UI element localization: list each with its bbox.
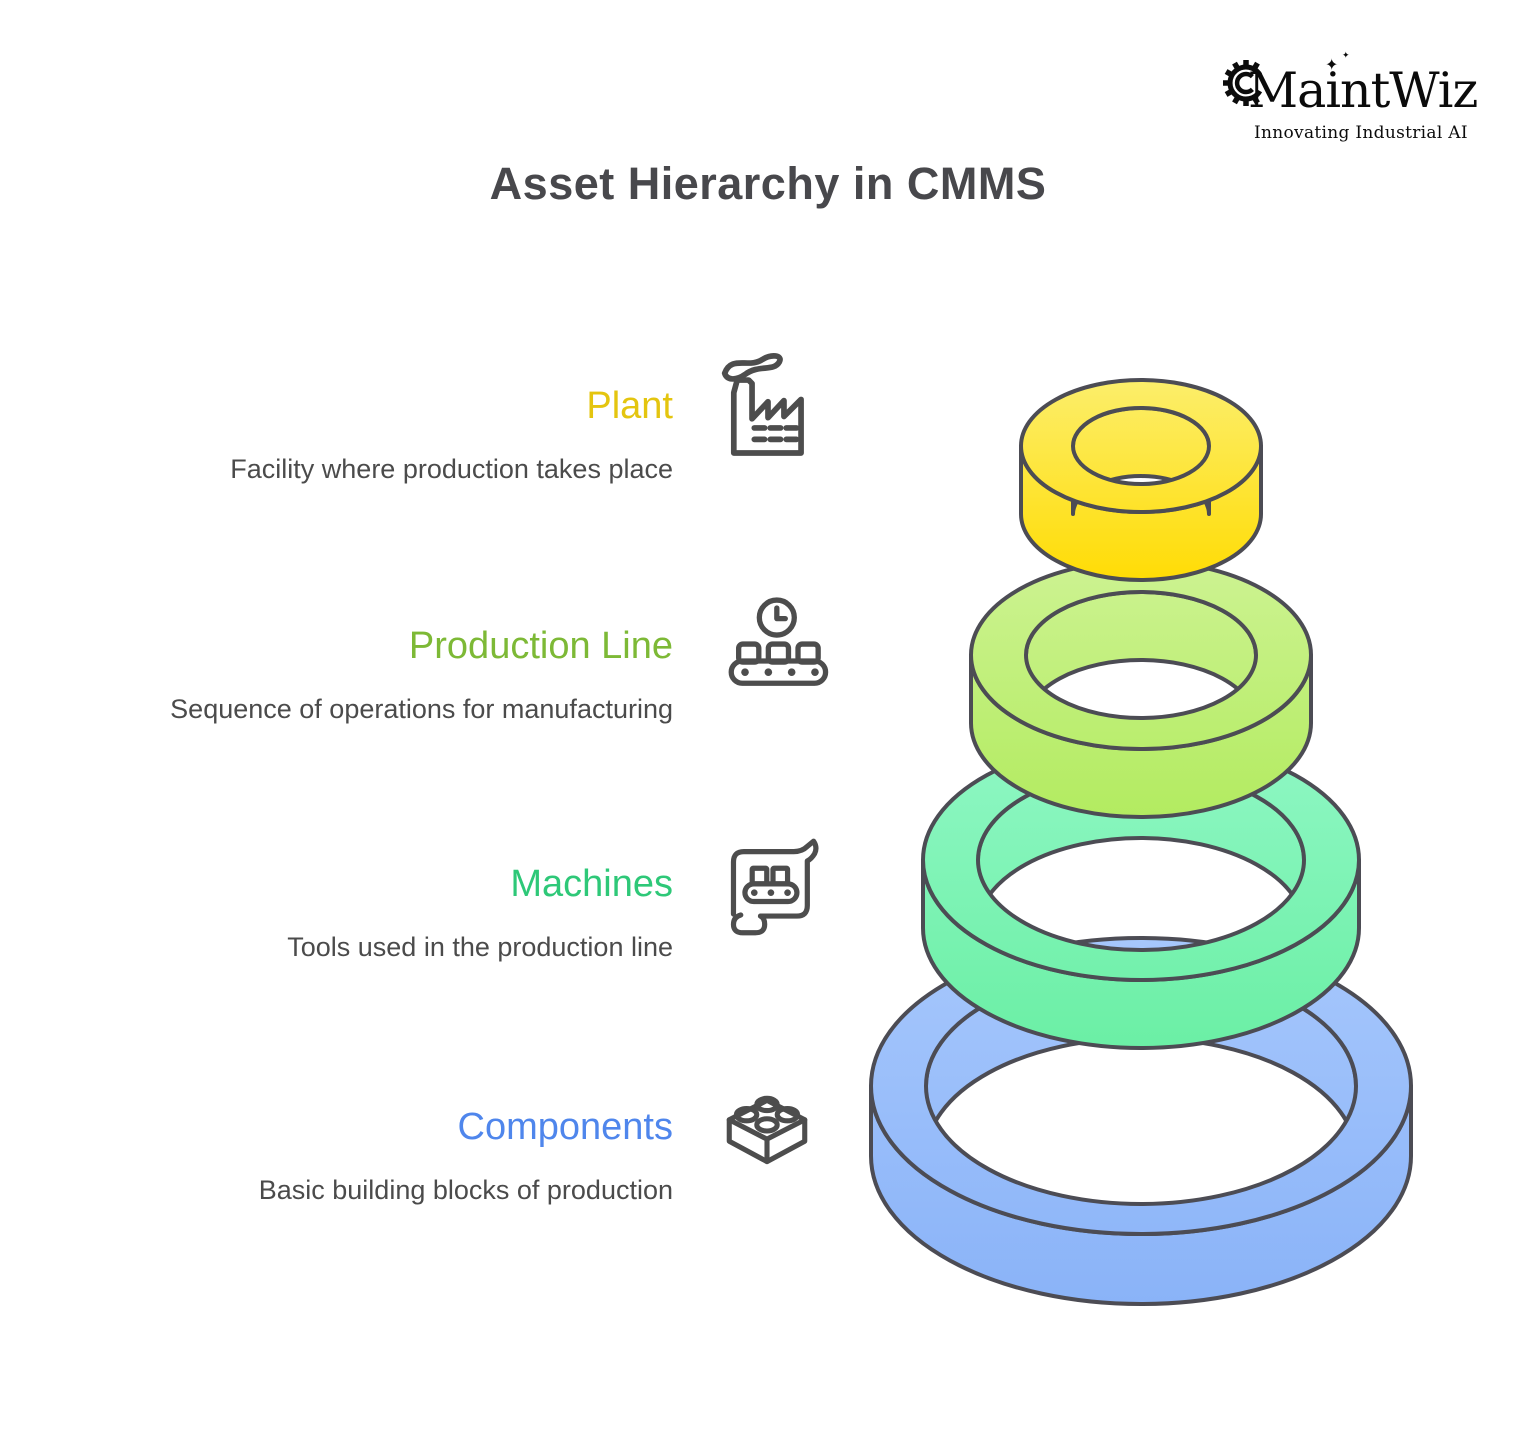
- level-production-line-text: Production Line Sequence of operations f…: [0, 625, 673, 725]
- sparkle-icon: ✦: [1325, 57, 1339, 74]
- logo-tagline: Innovating Industrial AI: [1254, 123, 1468, 143]
- logo-wordmark: MaintWiz: [1248, 62, 1478, 119]
- level-plant-description: Facility where production takes place: [230, 454, 673, 484]
- ring-production-line: [969, 559, 1313, 819]
- lego-brick-icon: [726, 1095, 808, 1165]
- ring-plant: [1019, 378, 1263, 582]
- level-components-description: Basic building blocks of production: [258, 1175, 673, 1205]
- ring-machines: [921, 738, 1361, 1050]
- level-machines-description: Tools used in the production line: [287, 932, 673, 962]
- level-plant-text: Plant Facility where production takes pl…: [0, 385, 673, 485]
- production-line-icon: [728, 597, 829, 686]
- level-production-line-description: Sequence of operations for manufacturing: [170, 694, 673, 724]
- level-plant-label: Plant: [586, 385, 673, 427]
- sparkle-small-icon: ✦: [1342, 50, 1350, 60]
- level-machines-text: Machines Tools used in the production li…: [0, 863, 673, 963]
- page-title: Asset Hierarchy in CMMS: [489, 158, 1047, 209]
- gear-icon: [1223, 60, 1263, 106]
- machines-blueprint-icon: [730, 838, 819, 936]
- level-production-line-label: Production Line: [408, 625, 673, 667]
- factory-icon: [721, 353, 804, 456]
- level-components-text: Components Basic building blocks of prod…: [0, 1106, 673, 1206]
- level-machines-label: Machines: [510, 863, 673, 905]
- level-components-label: Components: [457, 1106, 673, 1148]
